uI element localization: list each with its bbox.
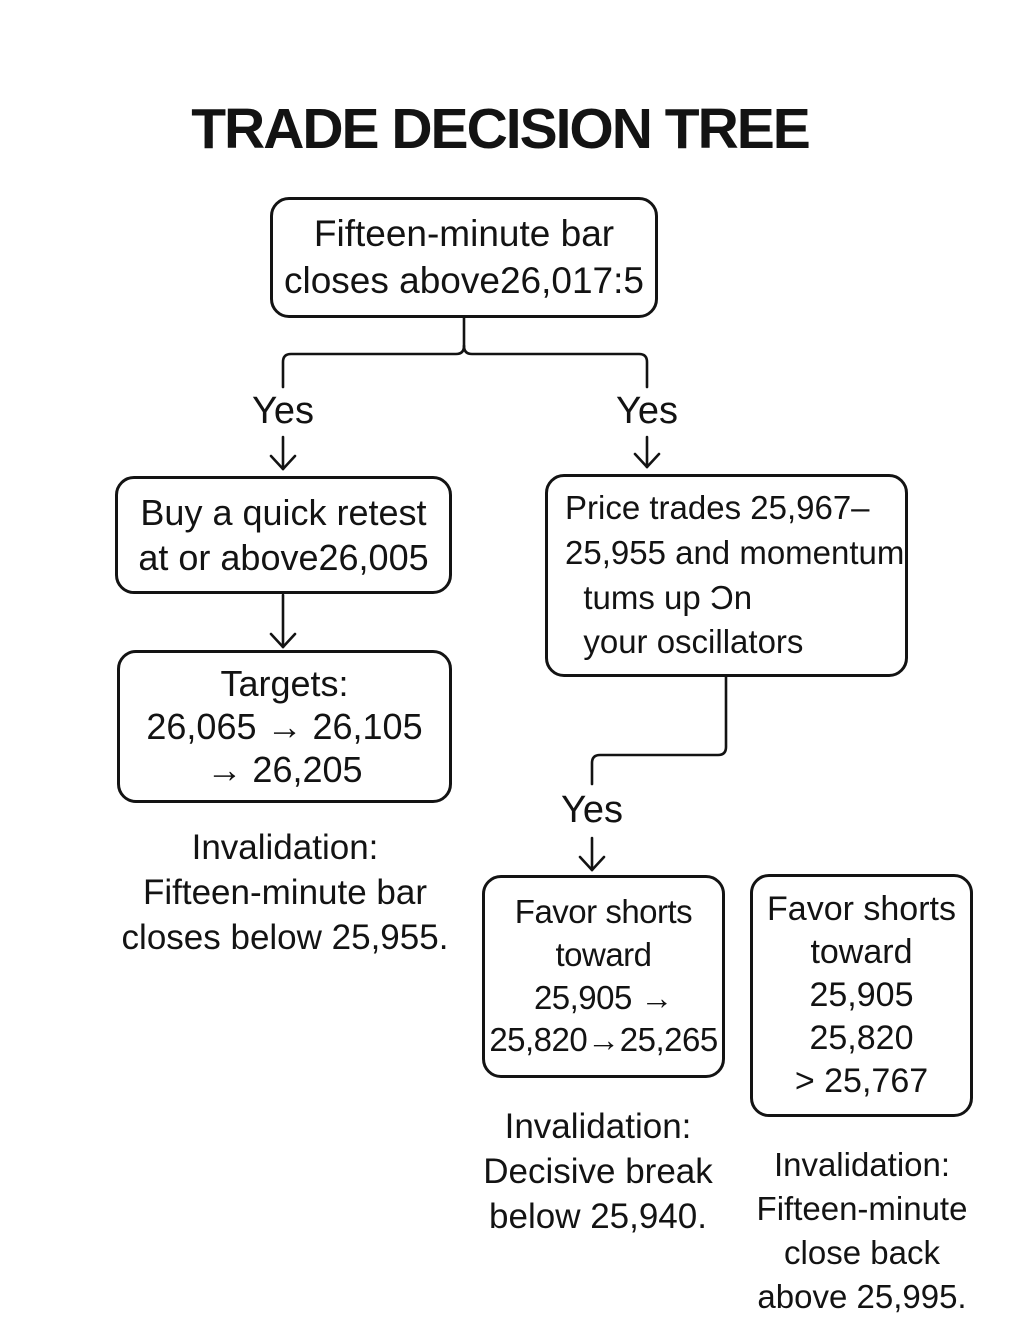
yes-label-right: Yes bbox=[616, 390, 678, 432]
momentum-elbow-line bbox=[590, 675, 728, 786]
fork-right-line bbox=[462, 344, 649, 389]
page-title: TRADE DECISION TREE bbox=[191, 97, 811, 161]
arrow-left-head bbox=[269, 454, 297, 471]
favor-shorts-node-primary: Favor shorts toward 25,905 → 25,820→25,2… bbox=[482, 875, 725, 1078]
arrow-momentum-head bbox=[578, 855, 606, 872]
momentum-condition-node: Price trades 25,967– 25,955 and momentum… bbox=[545, 474, 908, 677]
root-condition-node: Fifteen-minute bar closes above26,017:5 bbox=[270, 197, 658, 318]
invalidation-note-right: Invalidation: Fifteen-minute close back … bbox=[756, 1146, 968, 1315]
favor-shorts-node-secondary: Favor shorts toward 25,905 25,820 > 25,7… bbox=[750, 874, 973, 1117]
invalidation-note-middle: Invalidation: Decisive break below 25,94… bbox=[483, 1107, 713, 1236]
yes-label-momentum: Yes bbox=[561, 789, 623, 831]
invalidation-note-left: Invalidation: Fifteen-minute bar closes … bbox=[121, 828, 449, 957]
arrow-right-head bbox=[633, 452, 661, 469]
fork-left-line bbox=[281, 344, 466, 389]
arrow-targets-head bbox=[269, 632, 297, 649]
yes-label-left: Yes bbox=[252, 390, 314, 432]
buy-retest-node: Buy a quick retest at or above26,005 bbox=[115, 476, 452, 594]
targets-node: Targets: 26,065 → 26,105 → 26,205 bbox=[117, 650, 452, 803]
